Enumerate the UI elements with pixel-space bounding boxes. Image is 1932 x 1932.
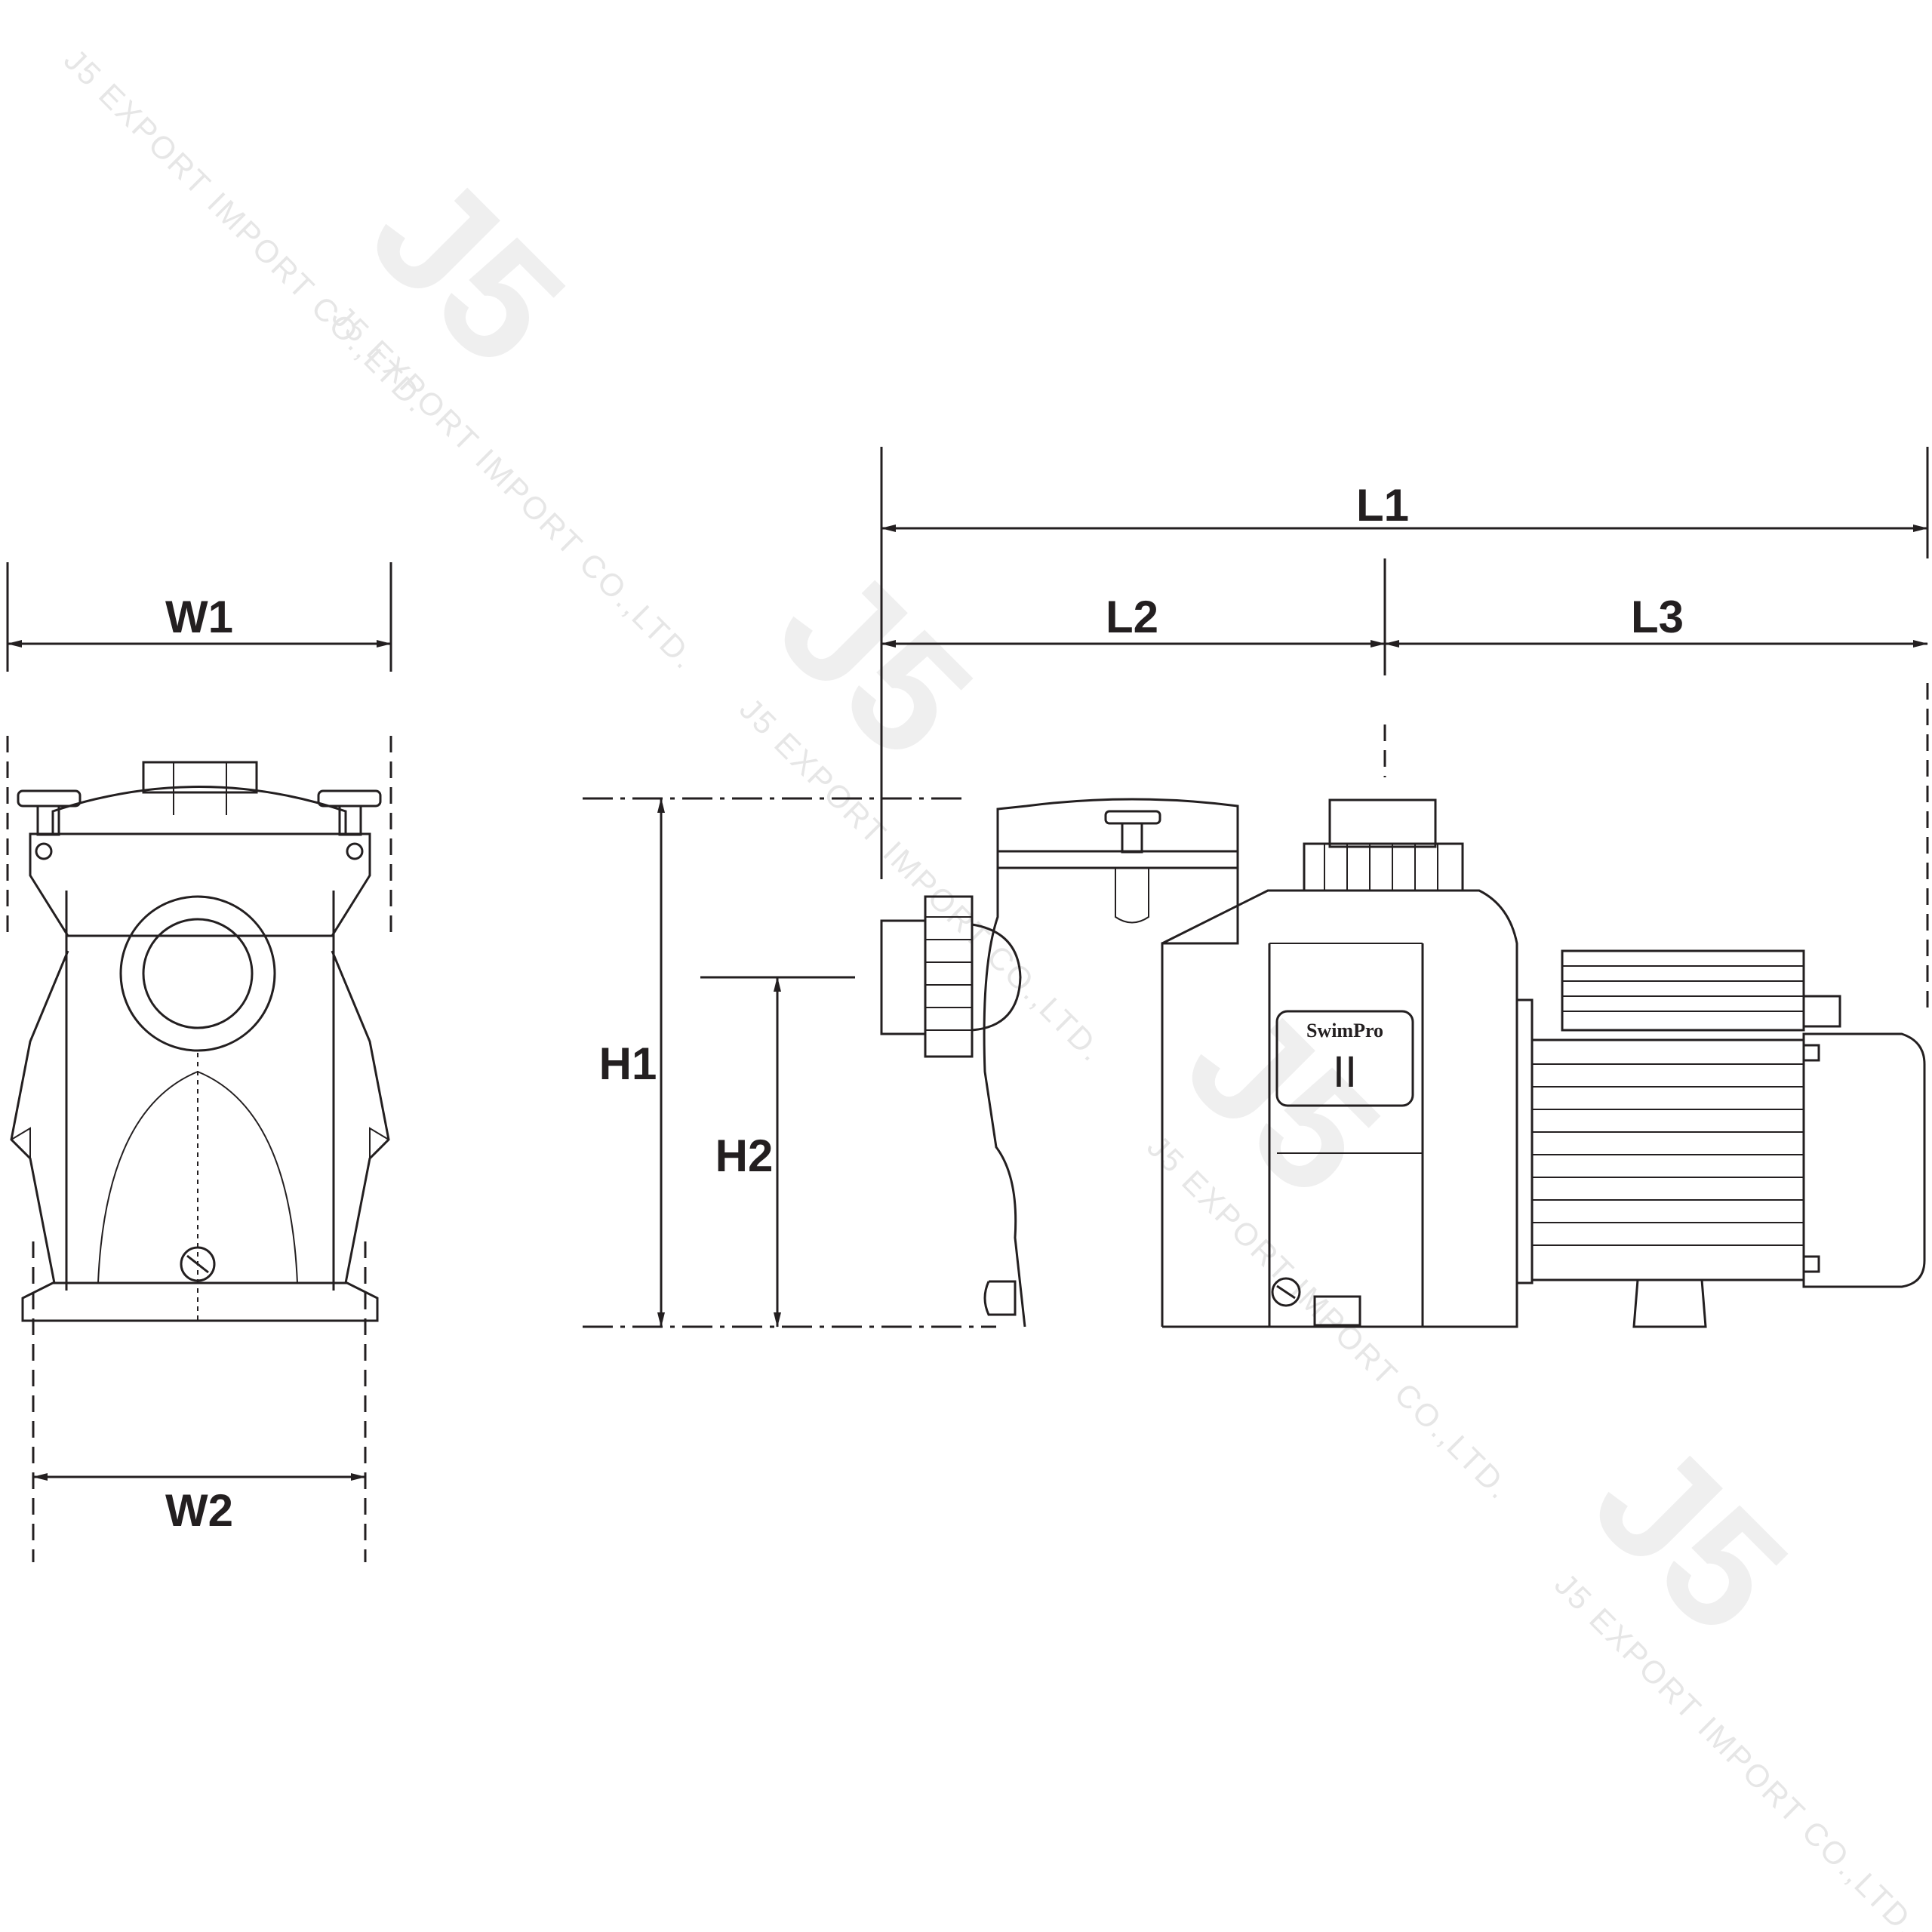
lid-handle-ribs <box>173 762 227 815</box>
drain-slot <box>186 1254 209 1274</box>
outlet-union-nut <box>1303 842 1464 892</box>
housing-sides <box>65 891 335 1291</box>
motor-adapter <box>1515 943 1534 1327</box>
knob-left <box>17 789 82 836</box>
l3-label: L3 <box>1631 592 1684 642</box>
lid-knob-cap <box>1104 810 1161 825</box>
watermark-text: J5 EXPORT IMPORT CO.,LTD. <box>1140 1129 1518 1507</box>
watermark-text: J5 EXPORT IMPORT CO.,LTD. <box>325 299 703 677</box>
outlet-pipe <box>1328 798 1437 848</box>
dimension-l3: L3 <box>1384 592 1928 648</box>
mount-hole <box>35 842 53 860</box>
logo-plate <box>1275 1010 1414 1107</box>
right-flank <box>331 950 390 1284</box>
pot-body <box>983 868 1026 1327</box>
w2-label: W2 <box>165 1485 233 1536</box>
dimension-w2: W2 <box>32 1241 367 1562</box>
rating-plate <box>1313 1295 1361 1327</box>
union-ribs <box>925 916 972 1031</box>
drain-slot <box>1276 1284 1296 1300</box>
drain-plug <box>1271 1277 1301 1307</box>
watermark-4: J5 J5 EXPORT IMPORT CO.,LTD. <box>1140 968 1518 1507</box>
dimension-w1: W1 <box>6 562 392 936</box>
outlet-ribs <box>1324 844 1438 891</box>
drain-plug <box>180 1246 216 1282</box>
knob-right <box>317 789 382 836</box>
motor-fins <box>1532 1063 1804 1246</box>
left-fin <box>11 1127 31 1158</box>
watermark-5: J5 J5 EXPORT IMPORT CO.,LTD. <box>1548 1406 1926 1932</box>
pump-housing <box>1161 889 1518 1328</box>
l2-label: L2 <box>1106 592 1158 642</box>
terminal-box <box>1561 949 1805 1032</box>
inlet-pipe <box>880 919 927 1035</box>
lid-ring <box>996 850 1239 869</box>
front-view: W1 W2 <box>6 562 392 1562</box>
mount-hole <box>346 842 364 860</box>
watermark-text: J5 EXPORT IMPORT CO.,LTD. <box>1548 1567 1926 1932</box>
inlet-port <box>142 918 254 1029</box>
left-flank <box>10 950 69 1284</box>
dimension-h2: H2 <box>700 976 855 1327</box>
terminal-fins <box>1562 965 1804 1012</box>
h1-label: H1 <box>599 1038 657 1089</box>
lid-handle <box>142 761 258 794</box>
l1-label: L1 <box>1356 480 1409 531</box>
watermark-2: J5 J5 EXPORT IMPORT CO.,LTD. <box>325 138 703 677</box>
knob-cap <box>317 789 382 808</box>
cable-gland <box>1802 995 1841 1028</box>
knob-stem <box>36 804 60 836</box>
housing-arch <box>97 1070 298 1284</box>
inlet-nut <box>119 895 276 1052</box>
pot-lid <box>996 798 1239 851</box>
inlet-flange <box>971 923 1022 1032</box>
h2-label: H2 <box>715 1131 774 1181</box>
lid <box>51 786 347 834</box>
lid-clip <box>1115 868 1149 924</box>
motor-fan-cover <box>1802 1032 1926 1288</box>
watermark-layer: J5 EXPORT IMPORT CO.,LTD. J5 J5 EXPORT I… <box>57 42 1926 1932</box>
fan-screw <box>1802 1044 1820 1062</box>
dimension-h1: H1 <box>583 797 996 1328</box>
right-fin <box>369 1127 389 1158</box>
motor-body <box>1531 1038 1805 1281</box>
side-plug <box>983 1280 1017 1316</box>
inlet-union-nut <box>924 895 974 1058</box>
dimension-l2: L2 <box>881 558 1386 777</box>
base-plate <box>21 1281 379 1322</box>
front-pump-body <box>10 761 390 1322</box>
w1-label: W1 <box>165 592 233 642</box>
model-mark: II <box>1333 1048 1357 1097</box>
motor-foot <box>1632 1278 1707 1328</box>
watermark-text: J5 EXPORT IMPORT CO.,LTD. <box>733 691 1111 1069</box>
dimension-l1: L1 <box>880 447 1929 1011</box>
knob-cap <box>17 789 82 808</box>
lid-knob-stem <box>1121 822 1143 854</box>
fan-screw <box>1802 1255 1820 1273</box>
knob-stem <box>338 804 362 836</box>
brand-logo: SwimPro <box>1306 1020 1383 1041</box>
side-pump-body: SwimPro II <box>880 798 1926 1328</box>
lid-mount <box>29 832 371 937</box>
side-view: L1 L2 L3 H1 H2 <box>583 447 1929 1328</box>
